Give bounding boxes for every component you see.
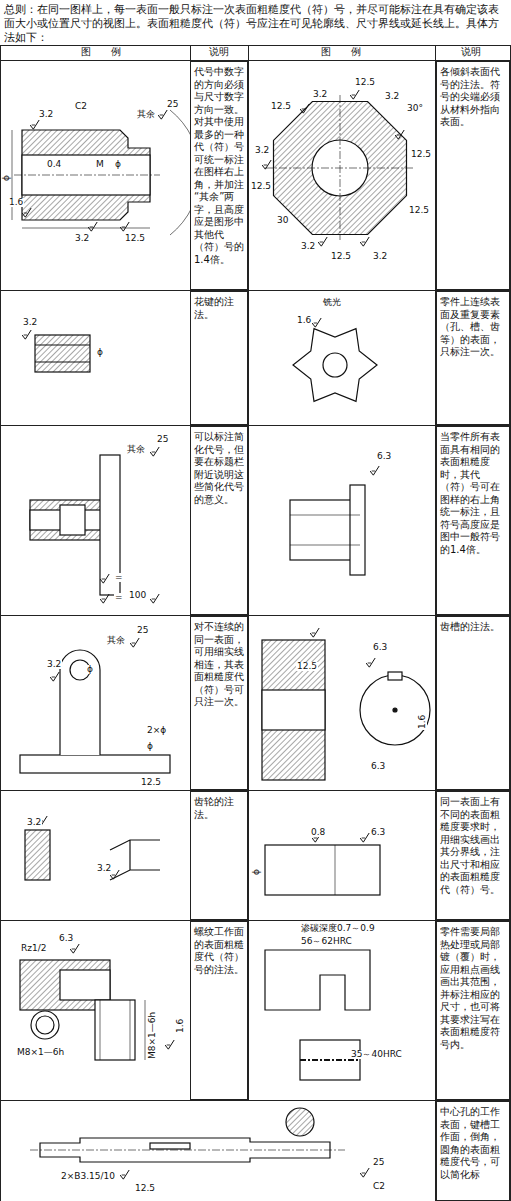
drawing-annotation: ϕ bbox=[114, 160, 122, 169]
drawing-annotation: 3.2 bbox=[300, 242, 316, 251]
table-grid bbox=[0, 45, 511, 1201]
description-text: 可以标注简化代号，但要在标题栏附近说明这些简化代号的意义。 bbox=[194, 431, 244, 506]
drawing-annotation: 35～40HRC bbox=[350, 1050, 403, 1059]
drawing-annotation: ϕ bbox=[146, 742, 154, 751]
drawing-annotation: 渗碳深度0.7～0.9 bbox=[300, 924, 376, 933]
drawing-annotation: 其余 bbox=[106, 636, 126, 645]
column-header: 说明 bbox=[460, 47, 482, 58]
drawing-annotation: 3.2 bbox=[312, 90, 328, 99]
drawing-annotation: M bbox=[95, 160, 105, 169]
description-text: 中心孔的工作表面，键槽工作面，倒角，圆角的表面粗糙度代号，可以简化标 bbox=[440, 1106, 506, 1181]
description-cell: 代号中数字的方向必须与尺寸数字方向一致。对其中使用最多的一种代（符）号可统一标注… bbox=[190, 61, 248, 290]
drawing-annotation: 0.8 bbox=[310, 828, 326, 837]
drawing-annotation: 铣光 bbox=[322, 298, 342, 307]
description-cell: 齿槽的注法。 bbox=[436, 616, 510, 790]
drawing-annotation: 12.5 bbox=[410, 150, 432, 159]
column-header: 图 例 bbox=[80, 47, 122, 58]
drawing-annotation: 3.2 bbox=[372, 252, 388, 261]
drawing-annotation: 30 bbox=[276, 216, 289, 225]
column-header: 图 例 bbox=[320, 47, 362, 58]
drawing-annotation: 25 bbox=[156, 435, 169, 444]
drawing-annotation: 3.2 bbox=[22, 318, 38, 327]
drawing-annotation: 12.5 bbox=[354, 78, 376, 87]
description-cell: 可以标注简化代号，但要在标题栏附近说明这些简化代号的意义。 bbox=[190, 426, 248, 615]
description-text: 各倾斜表面代号的注法。符号的尖端必须从材料外指向表面。 bbox=[440, 66, 506, 129]
drawing-annotation: M8×1—6h bbox=[148, 1011, 157, 1060]
drawing-annotation: 25 bbox=[136, 626, 149, 635]
drawing-annotation: 0.4 bbox=[46, 160, 62, 169]
drawing-annotation: ϕ bbox=[2, 174, 11, 182]
drawing-annotation: 2×ϕ bbox=[146, 726, 167, 735]
drawing-annotation: 其余 bbox=[136, 110, 156, 119]
description-cell: 对不连续的同一表面，可用细实线相连，其表面粗糙度代（符）号可只注一次。 bbox=[190, 616, 248, 790]
description-cell: 各倾斜表面代号的注法。符号的尖端必须从材料外指向表面。 bbox=[436, 61, 510, 290]
drawing-annotation: 3.2 bbox=[384, 92, 400, 101]
drawing-annotation: 其余 bbox=[126, 445, 146, 454]
drawing-annotation: 2×B3.15/10 bbox=[60, 1172, 116, 1181]
description-text: 齿轮的注法。 bbox=[194, 796, 244, 821]
description-text: 对不连续的同一表面，可用细实线相连，其表面粗糙度代（符）号可只注一次。 bbox=[194, 621, 244, 709]
column-header: 说明 bbox=[208, 47, 230, 58]
drawing-annotation: 3.2 bbox=[74, 234, 90, 243]
drawing-annotation: C2 bbox=[372, 1182, 386, 1191]
drawing-annotation: ϕ bbox=[252, 868, 261, 876]
description-text: 花键的注法。 bbox=[194, 296, 244, 321]
description-cell: 零件上连续表面及重复要素（孔、槽、齿等）的表面，只标注一次。 bbox=[436, 291, 510, 425]
drawing-annotation: C2 bbox=[74, 102, 88, 111]
drawing-annotation: 12.5 bbox=[408, 206, 430, 215]
drawing-annotation: 12.5 bbox=[330, 252, 352, 261]
drawing-annotation: 100 bbox=[128, 591, 147, 600]
drawing-annotation: 1.6 bbox=[176, 1018, 185, 1034]
description-cell: 齿轮的注法。 bbox=[190, 791, 248, 920]
drawing-annotation: 6.3 bbox=[372, 643, 388, 652]
drawing-annotation: 12.5 bbox=[134, 1184, 156, 1193]
description-text: 螺纹工作面的表面粗糙度代（符）号的注法。 bbox=[194, 926, 244, 976]
drawing-annotation: 1.6 bbox=[8, 198, 24, 207]
drawing-annotation: 6.3 bbox=[370, 828, 386, 837]
description-cell: 同一表面上有不同的表面粗糙度要求时，用细实线画出其分界线，注出尺寸和相应的表面粗… bbox=[436, 791, 510, 920]
bushing-figure bbox=[12, 110, 200, 235]
drawing-annotation: 1.6 bbox=[296, 316, 312, 325]
drawing-annotation: 12.5 bbox=[250, 182, 272, 191]
drawing-annotation: 3.2 bbox=[38, 110, 54, 119]
description-text: 代号中数字的方向必须与尺寸数字方向一致。对其中使用最多的一种代（符）号可统一标注… bbox=[194, 66, 244, 266]
general-note: 总则：在同一图样上，每一表面一般只标注一次表面粗糙度代（符）号，并尽可能标注在具… bbox=[4, 2, 507, 44]
drawing-annotation: 30° bbox=[406, 104, 424, 113]
drawing-annotation: 6.3 bbox=[370, 762, 386, 771]
description-cell: 螺纹工作面的表面粗糙度代（符）号的注法。 bbox=[190, 921, 248, 1100]
drawing-annotation: 56～62HRC bbox=[300, 937, 353, 946]
drawing-annotation: 3.2 bbox=[26, 818, 42, 827]
drawing-annotation: 12.5 bbox=[124, 234, 146, 243]
drawing-annotation: ϕ bbox=[86, 665, 94, 674]
octagon-figure bbox=[265, 95, 415, 240]
drawing-annotation: 12.5 bbox=[140, 778, 162, 787]
drawing-annotation: 3.2 bbox=[96, 864, 112, 873]
description-text: 当零件所有表面具有相同的表面粗糙度时，其代（符）号可在图样的右上角统一标注，且符… bbox=[440, 431, 506, 556]
drawing-annotation: Rz1/2 bbox=[20, 944, 47, 953]
centre-shaft-figure bbox=[30, 1108, 345, 1162]
description-text: 同一表面上有不同的表面粗糙度要求时，用细实线画出其分界线，注出尺寸和相应的表面粗… bbox=[440, 796, 506, 896]
drawing-annotation: 6.3 bbox=[58, 934, 74, 943]
description-text: 零件上连续表面及重复要素（孔、槽、齿等）的表面，只标注一次。 bbox=[440, 296, 506, 359]
drawing-annotation: = bbox=[114, 573, 124, 582]
drawing-annotation: ϕ bbox=[96, 348, 104, 357]
description-cell: 当零件所有表面具有相同的表面粗糙度时，其代（符）号可在图样的右上角统一标注，且符… bbox=[436, 426, 510, 615]
description-cell: 花键的注法。 bbox=[190, 291, 248, 425]
description-cell: 零件需要局部热处理或局部镀（覆）时，应用粗点画线画出其范围，并标注相应的尺寸，也… bbox=[436, 921, 510, 1100]
drawing-annotation: 6.3 bbox=[376, 452, 392, 461]
drawing-annotation: 25 bbox=[166, 100, 179, 109]
drawing-annotation: 1.6 bbox=[418, 714, 427, 730]
drawing-annotation: 12.5 bbox=[296, 662, 318, 671]
drawing-annotation: 3.2 bbox=[46, 660, 62, 669]
drawing-annotation: M8×1—6h bbox=[16, 1048, 65, 1057]
drawing-annotation: 3.2 bbox=[254, 146, 270, 155]
drawing-annotation: 25 bbox=[372, 1158, 385, 1167]
description-cell: 中心孔的工作表面，键槽工作面，倒角，圆角的表面粗糙度代号，可以简化标 bbox=[436, 1101, 510, 1201]
drawing-annotation: = bbox=[114, 593, 124, 602]
drawing-annotation: 12.5 bbox=[270, 102, 292, 111]
description-text: 齿槽的注法。 bbox=[440, 621, 506, 634]
description-text: 零件需要局部热处理或局部镀（覆）时，应用粗点画线画出其范围，并标注相应的尺寸，也… bbox=[440, 926, 506, 1051]
